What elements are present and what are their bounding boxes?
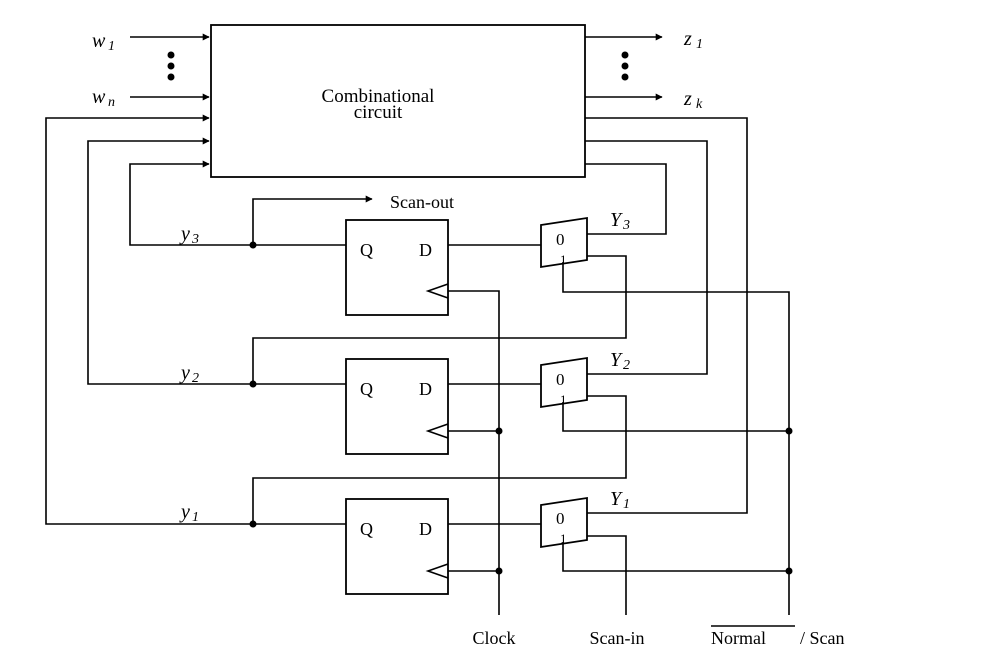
next-state-label-Y1: Y 1 xyxy=(610,488,630,512)
select-wire xyxy=(562,262,790,615)
select-junction-2 xyxy=(785,427,793,435)
input-w1-var: w xyxy=(92,30,106,52)
clock-label: Clock xyxy=(473,628,516,648)
ff2-d-label: D xyxy=(419,379,432,399)
input-wn: w n xyxy=(92,86,210,110)
state-label-y2: y 2 xyxy=(179,362,199,386)
scan-out-label: Scan-out xyxy=(390,192,454,212)
input-w1-sub: 1 xyxy=(108,39,115,54)
input-wn-var: w xyxy=(92,86,106,108)
output-dots-icon xyxy=(621,51,629,81)
clock-junction-1 xyxy=(495,567,503,575)
ff3-q-label: Q xyxy=(360,240,373,260)
svg-text:2: 2 xyxy=(192,371,199,386)
feedback-wire-y2 xyxy=(87,137,253,385)
mux-1: 0 1 xyxy=(540,496,588,549)
input-wn-sub: n xyxy=(108,95,115,110)
mux3-sel0: 0 xyxy=(556,230,565,249)
clock-junction-2 xyxy=(495,427,503,435)
mux3-sel1: 1 xyxy=(560,252,567,267)
output-zk-sub: k xyxy=(696,97,703,112)
select-branch-2 xyxy=(562,402,789,432)
state-label-y1: y 1 xyxy=(179,501,199,525)
flipflop-3: Q D xyxy=(345,219,449,316)
svg-text:Y: Y xyxy=(610,209,623,231)
scan-label: / Scan xyxy=(800,628,845,648)
next-state-wire-Y1 xyxy=(585,117,748,514)
mux1-sel1: 1 xyxy=(560,531,567,546)
normal-label: Normal xyxy=(711,628,766,648)
mux1-sel0: 0 xyxy=(556,509,565,528)
svg-text:1: 1 xyxy=(623,497,630,512)
next-state-wire-Y2 xyxy=(585,140,708,375)
ff1-d-label: D xyxy=(419,519,432,539)
svg-text:2: 2 xyxy=(623,358,630,373)
svg-text:3: 3 xyxy=(622,218,630,233)
output-z1: z 1 xyxy=(585,28,703,52)
scan-in-label: Scan-in xyxy=(590,628,645,648)
mux-3: 0 1 xyxy=(540,216,588,269)
flipflop-2: Q D xyxy=(345,358,449,455)
next-state-label-Y3: Y 3 xyxy=(610,209,630,233)
mux2-sel1: 1 xyxy=(560,392,567,407)
svg-text:Y: Y xyxy=(610,349,623,371)
ff2-q-label: Q xyxy=(360,379,373,399)
next-state-wire-Y3 xyxy=(585,163,667,235)
flipflop-1: Q D xyxy=(345,498,449,595)
scan-in-wire xyxy=(587,535,627,615)
state-label-y3: y 3 xyxy=(179,223,199,247)
output-zk-var: z xyxy=(683,88,692,110)
ff1-q-label: Q xyxy=(360,519,373,539)
svg-text:Y: Y xyxy=(610,488,623,510)
svg-text:y: y xyxy=(179,223,190,245)
feedback-wire-y1 xyxy=(45,114,253,525)
output-zk: z k xyxy=(585,88,703,112)
svg-text:y: y xyxy=(179,362,190,384)
mux2-sel0: 0 xyxy=(556,370,565,389)
combinational-label-line1: Combinational xyxy=(322,86,435,107)
svg-text:y: y xyxy=(179,501,190,523)
mux-2: 0 1 xyxy=(540,356,588,409)
input-dots-icon xyxy=(167,51,175,81)
select-branch-1 xyxy=(562,542,789,572)
scan-out-wire xyxy=(252,195,373,245)
svg-text:1: 1 xyxy=(192,510,199,525)
svg-text:3: 3 xyxy=(191,232,199,247)
combinational-circuit-box xyxy=(210,24,586,178)
output-z1-var: z xyxy=(683,28,692,50)
feedback-wire-y3 xyxy=(129,160,253,246)
scan-chain-wire-y1-to-mux2 xyxy=(252,395,627,524)
input-w1: w 1 xyxy=(92,30,210,54)
next-state-label-Y2: Y 2 xyxy=(610,349,630,373)
select-junction-1 xyxy=(785,567,793,575)
scan-chain-wire-y2-to-mux3 xyxy=(252,255,627,384)
clock-wire xyxy=(448,290,500,615)
ff3-d-label: D xyxy=(419,240,432,260)
combinational-label-line2: circuit xyxy=(354,102,403,123)
output-z1-sub: 1 xyxy=(696,37,703,52)
